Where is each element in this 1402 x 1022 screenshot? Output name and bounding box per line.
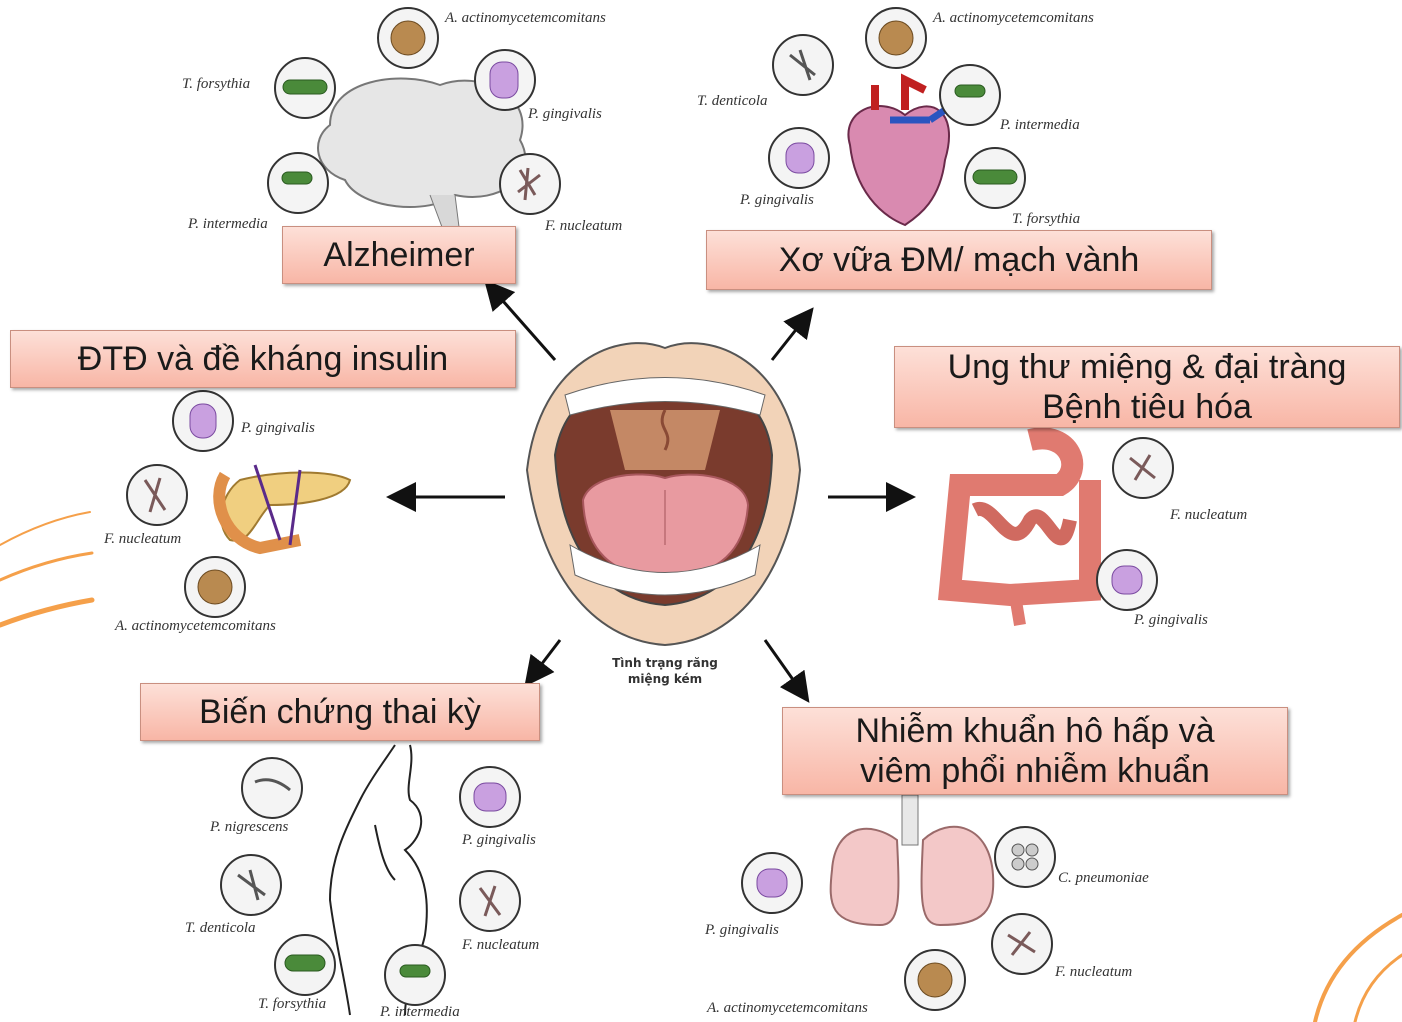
bacteria-label: T. forsythia (258, 996, 326, 1013)
diabetes-box: ĐTĐ và đề kháng insulin (10, 330, 516, 388)
bacteria-label: A. actinomycetemcomitans (933, 10, 1094, 27)
cancer-digestive-box: Ung thư miệng & đại tràng Bệnh tiêu hóa (894, 346, 1400, 428)
alzheimer-box: Alzheimer (282, 226, 516, 284)
respiratory-label-line1: Nhiễm khuẩn hô hấp và (783, 711, 1287, 751)
bacteria-label: A. actinomycetemcomitans (445, 10, 606, 27)
center-caption-line2: miệng kém (600, 671, 730, 687)
heart-disease-box: Xơ vữa ĐM/ mạch vành (706, 230, 1212, 290)
mouth-illustration (527, 343, 800, 645)
bacteria-circle-fn (127, 465, 187, 525)
pregnancy-label: Biến chứng thai kỳ (141, 692, 539, 732)
center-caption-line1: Tình trạng răng (600, 655, 730, 671)
pregnancy-box: Biến chứng thai kỳ (140, 683, 540, 741)
right-swoosh-decoration (1315, 915, 1402, 1022)
center-caption: Tình trạng răng miệng kém (600, 655, 730, 687)
bacteria-label: F. nucleatum (1170, 507, 1247, 524)
digestive-label: Bệnh tiêu hóa (895, 387, 1399, 427)
bacteria-label: T. denticola (185, 920, 256, 937)
respiratory-label-line2: viêm phổi nhiễm khuẩn (783, 751, 1287, 791)
bacteria-label: P. gingivalis (1134, 612, 1208, 629)
bacteria-label: P. intermedia (380, 1004, 460, 1021)
bacteria-label: T. forsythia (1012, 211, 1080, 228)
bacteria-label: F. nucleatum (462, 937, 539, 954)
bacteria-label: P. gingivalis (740, 192, 814, 209)
bacteria-label: A. actinomycetemcomitans (707, 1000, 868, 1017)
bacteria-label: T. denticola (697, 93, 768, 110)
bacteria-label: F. nucleatum (545, 218, 622, 235)
cancer-label: Ung thư miệng & đại tràng (895, 347, 1399, 387)
bacteria-label: P. gingivalis (528, 106, 602, 123)
intestine-illustration (950, 438, 1090, 625)
lung-illustration (831, 795, 994, 925)
pancreas-illustration (219, 465, 350, 548)
left-swoosh-decoration (0, 512, 92, 625)
bacteria-label: A. actinomycetemcomitans (115, 618, 276, 635)
bacteria-label: F. nucleatum (1055, 964, 1132, 981)
bacteria-label: P. gingivalis (462, 832, 536, 849)
respiratory-box: Nhiễm khuẩn hô hấp và viêm phổi nhiễm kh… (782, 707, 1288, 795)
bacteria-label: P. intermedia (1000, 117, 1080, 134)
bacteria-circle-pn (242, 758, 302, 818)
bacteria-label: P. intermedia (188, 216, 268, 233)
diabetes-label: ĐTĐ và đề kháng insulin (11, 339, 515, 379)
bacteria-label: P. gingivalis (241, 420, 315, 437)
bacteria-label: P. nigrescens (210, 819, 288, 836)
bacteria-label: T. forsythia (182, 76, 250, 93)
bacteria-circle-cp (995, 827, 1055, 887)
bacteria-label: P. gingivalis (705, 922, 779, 939)
heart-illustration (848, 80, 949, 225)
bacteria-label: C. pneumoniae (1058, 870, 1149, 887)
heart-disease-label: Xơ vữa ĐM/ mạch vành (707, 240, 1211, 280)
alzheimer-label: Alzheimer (283, 235, 515, 275)
bacteria-label: F. nucleatum (104, 531, 181, 548)
